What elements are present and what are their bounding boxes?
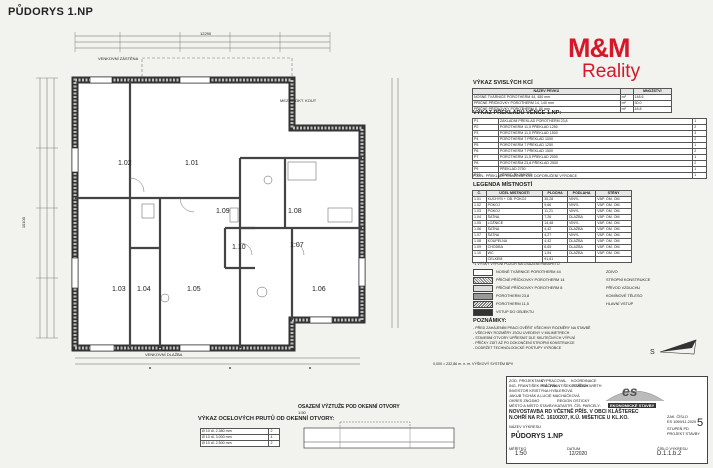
compass-icon (659, 339, 697, 355)
room-label: 1.05 (187, 286, 201, 293)
detail-title: OSAZENÍ VÝZTUŽE POD OKENNÍ OTVORY (298, 404, 400, 410)
swatch (473, 292, 493, 300)
room-label: 1.08 (288, 208, 302, 215)
drawing-name: PŮDORYS 1.NP (511, 433, 563, 440)
floor-plan (36, 32, 399, 369)
room-label: 1.04 (137, 286, 151, 293)
notes-list: - PŘED ZAHÁJENÍM PRACÍ OVĚŘIT VŠECHNY RO… (473, 326, 591, 350)
compass-label: S (650, 349, 655, 356)
room-label: 1.02 (118, 160, 132, 167)
swatch (473, 284, 493, 292)
swatch (473, 308, 493, 316)
top-note: VENKOVNÍ ZÁSTĚNA (98, 56, 139, 61)
room-label: 1.01 (185, 160, 199, 167)
room-label: 1.03 (112, 286, 126, 293)
drawing-number: D.1.1.b.2 (657, 451, 682, 457)
detail-scale: 1:50 (298, 410, 306, 415)
lintel-table-title: VÝKAZ PŘEKLADŮ VĚNCE 1.NP: (473, 110, 562, 116)
bottom-note: VENKOVNÍ DLAŽBA (145, 352, 183, 357)
room-label: 1.06 (312, 286, 326, 293)
logo-line-1: M&M (568, 33, 630, 63)
room-label: 1.07 (290, 242, 304, 249)
rooms-legend-title: LEGENDA MÍSTNOSTÍ (473, 182, 533, 188)
mm-reality-logo: M&M Reality (568, 34, 698, 82)
room-label: 1.09 (216, 208, 230, 215)
mid-note: MEZIKROKT. KOUT (280, 98, 317, 103)
vertical-table-title: VÝKAZ SVISLÝCH KCÍ (473, 80, 533, 86)
notes-title: POZNÁMKY: (473, 318, 507, 324)
swatch (473, 300, 493, 308)
room-label: 1.10 (232, 244, 246, 251)
es-logo-icon (605, 390, 665, 402)
profiles-title: VÝKAZ OCELOVÝCH PRUTŮ OD OKENNÍ OTVORY: (198, 416, 335, 422)
lintel-note: POZN.: PŘEKLADY OSAZOVAT DLE DOPORUČENÍ … (473, 174, 577, 178)
es-logo: es EKONOMICKÉ STAVBY (602, 381, 668, 411)
swatch (473, 276, 493, 284)
scale-note: 0,000 = 232,86 m. n. m. VÝŠKOVÝ SYSTÉM B… (433, 362, 514, 366)
dim-left: 10100 (20, 217, 26, 229)
plan-note: *1 VÝŠKY VÝPLNÍ POZOR NA OSAZENÍ PARAPET… (473, 262, 560, 266)
page-title: PŮDORYS 1.NP (8, 6, 94, 18)
logo-line-2: Reality (582, 61, 641, 82)
dim-top: 12290 (200, 31, 212, 36)
swatch (473, 268, 493, 276)
detail-drawing (303, 421, 455, 449)
